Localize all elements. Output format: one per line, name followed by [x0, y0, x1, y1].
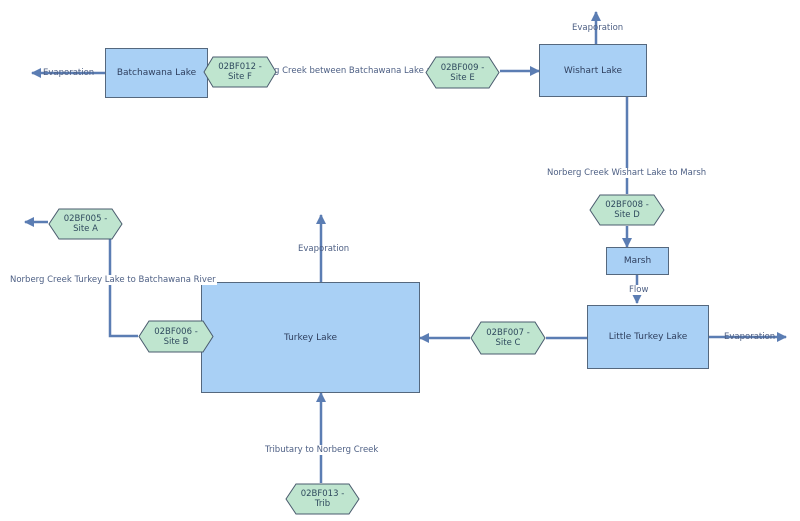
site-d-label: 02BF008 - Site D: [605, 200, 649, 220]
site-c-label: 02BF007 - Site C: [486, 328, 530, 348]
site-e-node: 02BF009 - Site E: [425, 56, 500, 89]
site-e-label: 02BF009 - Site E: [440, 62, 485, 83]
creek-turkey-batchawana-river-label: Norberg Creek Turkey Lake to Batchawana …: [9, 275, 217, 285]
creek-batchawana-wishart-label: Norberg Creek between Batchawana Lake an…: [244, 66, 429, 76]
site-b-to-site-a-connector: [108, 234, 138, 338]
site-trib-label: 02BF013 - Trib: [300, 489, 345, 509]
batchawana-lake-box: Batchawana Lake: [105, 48, 208, 98]
turkey-lake-label: Turkey Lake: [283, 332, 338, 343]
turkey-lake-box: Turkey Lake: [201, 282, 420, 393]
wishart-lake-label: Wishart Lake: [563, 65, 623, 76]
site-a-node: 02BF005 - Site A: [48, 208, 123, 240]
site-d-node: 02BF008 - Site D: [589, 194, 665, 226]
site-b-label: 02BF006 - Site B: [154, 326, 198, 347]
evap-batchawana-label: Evaporation: [43, 68, 95, 78]
marsh-box: Marsh: [606, 247, 669, 275]
little-turkey-lake-label: Little Turkey Lake: [608, 332, 688, 342]
creek-wishart-marsh-label: Norberg Creek Wishart Lake to Marsh: [546, 168, 708, 178]
site-trib-node: 02BF013 - Trib: [285, 483, 360, 515]
flow-label: Flow: [628, 285, 650, 295]
site-f-node: 02BF012 - Site F: [203, 56, 277, 88]
site-c-node: 02BF007 - Site C: [470, 321, 546, 355]
little-turkey-lake-box: Little Turkey Lake: [587, 305, 709, 369]
wishart-lake-box: Wishart Lake: [539, 44, 647, 97]
site-b-node: 02BF006 - Site B: [138, 320, 214, 353]
site-f-label: 02BF012 - Site F: [218, 62, 262, 82]
site-a-label: 02BF005 - Site A: [63, 214, 108, 234]
batchawana-lake-label: Batchawana Lake: [116, 68, 197, 78]
marsh-label: Marsh: [623, 256, 652, 266]
evap-turkey-label: Evaporation: [298, 244, 350, 254]
tributary-label: Tributary to Norberg Creek: [264, 445, 380, 455]
evap-little-turkey-label: Evaporation: [724, 332, 776, 342]
evap-wishart-label: Evaporation: [572, 23, 624, 33]
